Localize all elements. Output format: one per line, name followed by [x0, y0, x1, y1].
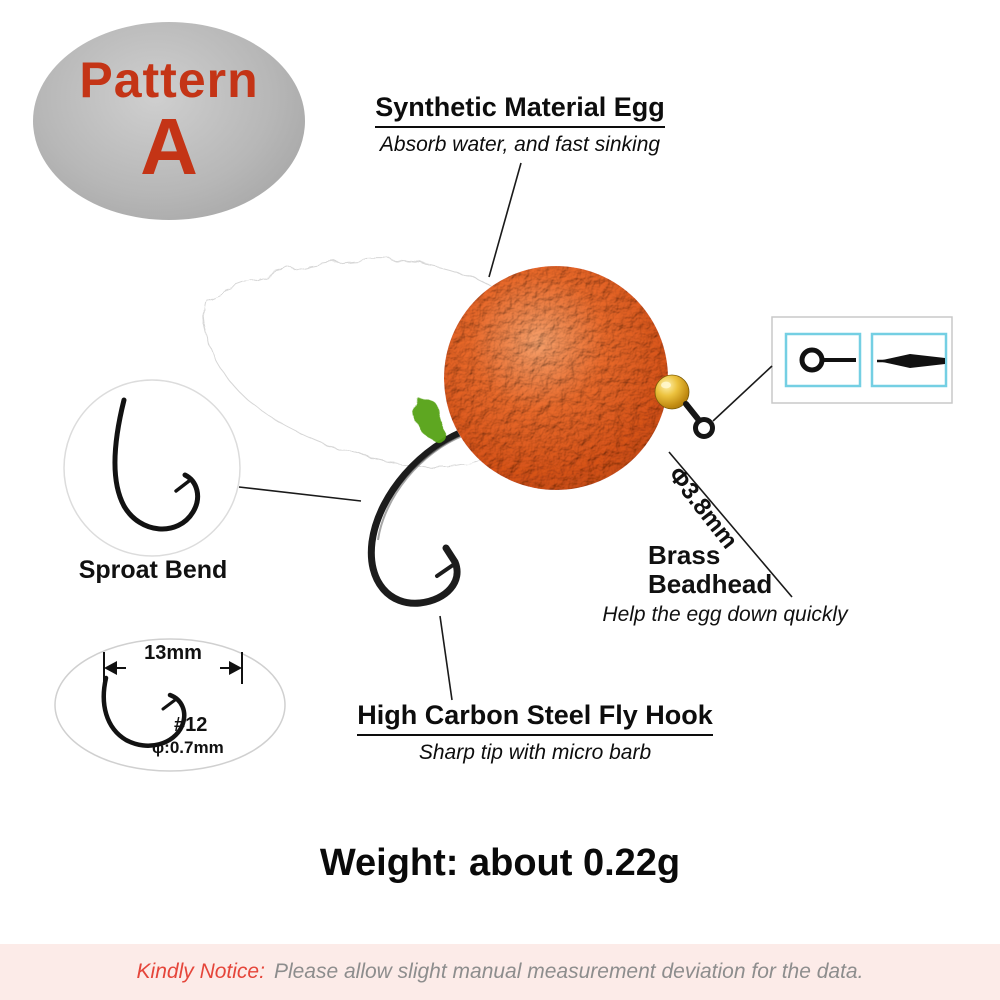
hook-eye	[683, 401, 715, 439]
weight-label: Weight: about 0.22g	[319, 842, 681, 884]
hook-size-label: #12	[174, 714, 208, 736]
brass-bead	[654, 374, 690, 410]
hook-size-detail	[54, 638, 286, 772]
notice-prefix: Kindly Notice:	[136, 960, 265, 983]
egg-subtitle: Absorb water, and fast sinking	[379, 133, 661, 156]
eye-point-icon-box	[771, 316, 953, 404]
bead-subtitle: Help the egg down quickly	[602, 603, 848, 626]
egg-veil-wrap	[462, 456, 628, 505]
egg-callout: Synthetic Material Egg Absorb water, and…	[330, 92, 710, 157]
egg-body	[444, 266, 668, 490]
hook-subtitle: Sharp tip with micro barb	[418, 741, 652, 764]
sproat-bend-detail	[63, 379, 241, 557]
pattern-badge-label: Pattern	[79, 52, 259, 108]
pattern-badge-letter: A	[140, 102, 198, 191]
hook-length-label: 13mm	[144, 642, 202, 664]
hook-wire-label: φ:0.7mm	[152, 738, 224, 757]
hook-callout: High Carbon Steel Fly Hook Sharp tip wit…	[335, 700, 735, 765]
bead-callout-title: Brass Beadhead	[648, 541, 772, 599]
egg-title: Synthetic Material Egg	[375, 92, 665, 128]
sproat-bend-label: Sproat Bend	[78, 556, 228, 584]
notice-bar: Kindly Notice: Please allow slight manua…	[0, 944, 1000, 1000]
thread-spot	[414, 398, 446, 442]
hook-title: High Carbon Steel Fly Hook	[357, 700, 713, 736]
hook-point-icon	[877, 354, 945, 368]
fly-hook	[367, 424, 476, 607]
notice-message: Please allow slight manual measurement d…	[273, 960, 864, 983]
leader-lines	[238, 162, 793, 701]
hook-eye-icon	[799, 347, 856, 373]
bead-title-line1: Brass	[648, 540, 721, 570]
pattern-badge: Pattern A	[33, 22, 305, 220]
bead-title-line2: Beadhead	[648, 569, 773, 599]
